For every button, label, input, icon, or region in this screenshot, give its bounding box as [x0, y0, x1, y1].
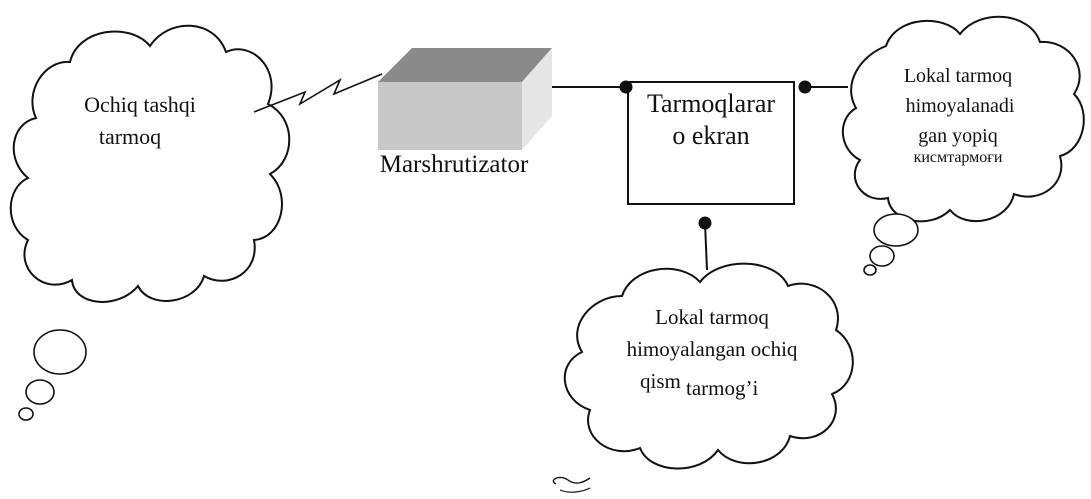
closed-segment-cloud: Lokal tarmoq himoyalanadi gan yopiq кисм… [841, 15, 1085, 276]
stray-squiggle [552, 476, 591, 485]
router-front-face [378, 82, 522, 150]
closed-bubble-small [863, 264, 877, 276]
firewall-line2: o ekran [672, 121, 749, 150]
thought-bubble-large [33, 329, 87, 375]
wireless-link-zigzag [253, 73, 383, 113]
router-label: Marshrutizator [380, 151, 529, 178]
thought-bubble-small [18, 407, 34, 421]
open-cloud-line3-part2: tarmog’i [686, 376, 758, 400]
closed-bubble-medium [869, 245, 895, 267]
open-cloud-line2: himoyalangan ochiq [627, 337, 798, 361]
stray-squiggle-2 [559, 487, 591, 493]
firewall-rect [627, 81, 795, 205]
open-cloud-line3-part1: qism [640, 369, 681, 393]
external-cloud-line1: Ochiq tashqi [84, 92, 196, 117]
router-top-face [378, 48, 552, 82]
firewall-open-link [704, 222, 708, 271]
router-side-face [522, 48, 552, 150]
closed-cloud-line2: himoyalanadi [906, 95, 1015, 117]
open-cloud-line1: Lokal tarmoq [655, 305, 769, 329]
closed-cloud-line3: gan yopiq [918, 125, 997, 147]
firewall-port-left [619, 80, 633, 94]
router-box: Marshrutizator [378, 48, 552, 178]
closed-cloud-line1: Lokal tarmoq [904, 65, 1012, 87]
external-cloud-line2: tarmoq [99, 124, 161, 149]
closed-cloud-line4: кисмтармоғи [914, 149, 1003, 166]
firewall-line1: Tarmoqlarar [647, 89, 775, 118]
firewall-box: Tarmoqlarar o ekran [627, 81, 795, 205]
external-network-cloud: Ochiq tashqi tarmoq [9, 24, 291, 421]
thought-bubble-medium [25, 379, 55, 405]
closed-bubble-large [873, 213, 919, 247]
open-segment-cloud: Lokal tarmoq himoyalangan ochiq qism tar… [563, 262, 854, 470]
